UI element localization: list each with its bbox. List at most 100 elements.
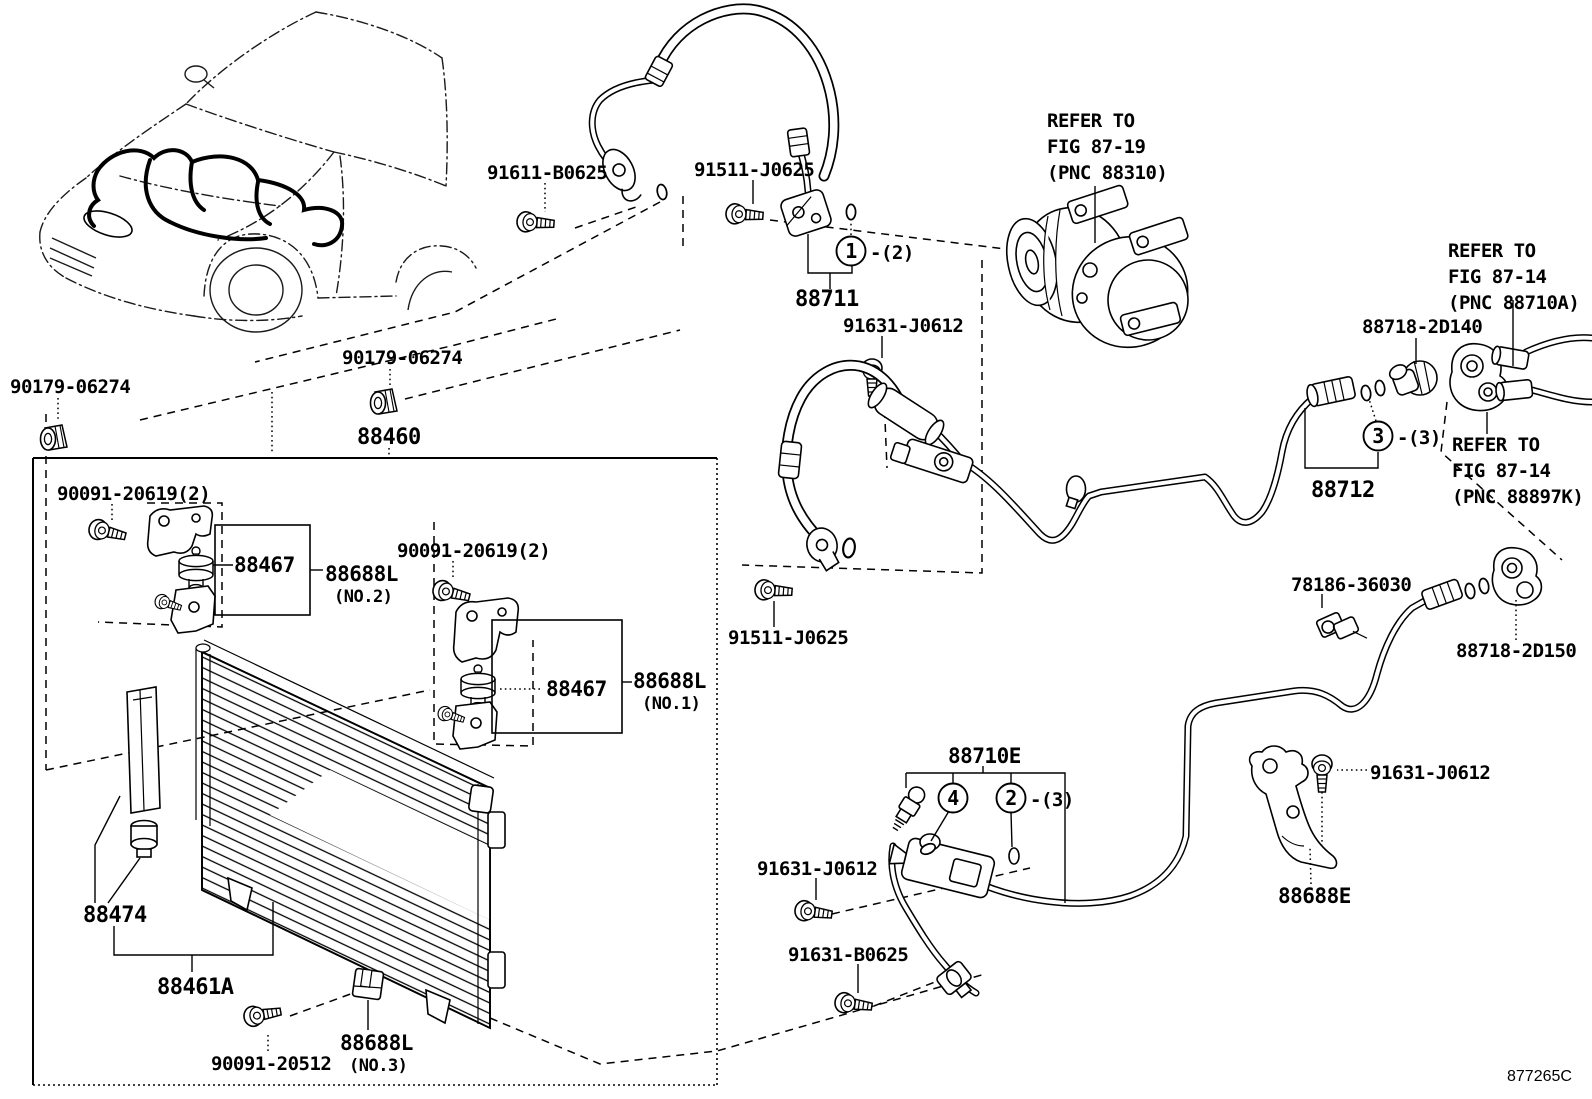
label-ref-fig-87-14-k-line1: REFER TO [1452,434,1540,456]
label-ref-fig-87-14-a-line2: FIG 87-14 [1448,266,1547,288]
label-91631-J0612-top: 91631-J0612 [843,315,963,337]
label-88688L-2: 88688L [325,562,398,586]
pipe-clip [1065,475,1087,510]
liquid-pipe [968,546,1543,904]
label-88688L-1-sub: (NO.1) [642,694,700,714]
hose-88711 [592,9,857,237]
label-91611-B0625: 91611-B0625 [487,162,607,184]
label-90091-20512: 90091-20512 [211,1053,331,1075]
nut-90179-L [39,424,68,451]
pipe-end-fitting [1306,376,1356,408]
condenser-group-box [32,457,718,1086]
label-88712: 88712 [1311,478,1375,503]
condenser-core [195,639,506,1030]
callout-2: 2 [995,782,1027,814]
pipe-eye-fitting [806,527,840,572]
nut-90179-R [369,388,398,415]
label-90179-06274-R: 90179-06274 [342,347,462,369]
bracket-88688E [1248,745,1338,870]
car-sketch [39,11,477,333]
callout-3-suffix: -(3) [1397,427,1441,449]
label-ref-fig-87-14-a-line1: REFER TO [1448,240,1536,262]
bolt-91631-J0612-r [1312,755,1332,792]
label-88474: 88474 [83,903,147,928]
label-88718-2D150: 88718-2D150 [1456,640,1576,662]
label-ref-fig-87-14-k-line3: (PNC 88897K) [1452,486,1583,508]
label-88710E: 88710E [948,744,1021,768]
pipe-88712 [777,365,1387,572]
label-90091-20619-L: 90091-20619(2) [57,483,210,505]
callout-2-suffix: -(3) [1030,789,1074,811]
leader-lines [57,180,1517,1051]
label-78186-36030: 78186-36030 [1291,574,1411,596]
bolt-90091-20512 [241,1000,284,1029]
pipe-end-fitting [1421,578,1464,610]
label-ref-fig-87-14-k-line2: FIG 87-14 [1452,460,1551,482]
label-88718-2D140: 88718-2D140 [1362,316,1482,338]
bolt-91631-B0625 [832,990,874,1018]
bracket-no1-upper [452,597,520,663]
clip-no3 [351,967,385,1001]
liquid-tube-assy-88710E [887,786,1020,999]
callout-4: 4 [937,782,969,814]
label-88711: 88711 [795,287,859,312]
svg-text:1: 1 [845,239,857,263]
pressure-sensor [892,786,926,832]
label-91631-J0612-r: 91631-J0612 [1370,762,1490,784]
label-88688L-1: 88688L [633,669,706,693]
bolt-90091-20619-L [86,516,129,547]
label-877265C: 877265C [1507,1068,1572,1085]
compressor [1006,184,1189,349]
hose-eye-fitting [602,148,642,202]
label-91631-B0625: 91631-B0625 [788,944,908,966]
bolt-91631-J0612-bl [792,898,834,926]
label-88688L-3: 88688L [340,1031,413,1055]
oring [1373,378,1387,398]
hoses-refer-88710A [1491,338,1592,402]
svg-text:3: 3 [1372,424,1384,448]
oring [1359,383,1373,403]
label-91511-J0625-bot: 91511-J0625 [728,627,848,649]
oring [1477,576,1491,596]
label-90179-06274-L: 90179-06274 [10,376,130,398]
block-joint-fitting [780,189,832,237]
label-90091-20619-R: 90091-20619(2) [397,540,550,562]
callout-1: 1 [835,235,867,267]
label-ref-fig-87-19-line3: (PNC 88310) [1047,162,1167,184]
label-91511-J0625-top: 91511-J0625 [694,159,814,181]
bracket-no2-upper [146,505,214,557]
pipe-end-clamp [936,960,973,999]
cushion-no2 [178,546,214,593]
clamp-78186-36030 [1315,611,1368,640]
oring [655,182,669,202]
callout-3: 3 [1362,420,1394,452]
label-88461A: 88461A [157,975,234,1000]
label-88688E: 88688E [1278,884,1351,908]
callout-1-suffix: -(2) [870,242,914,264]
label-ref-fig-87-19-line1: REFER TO [1047,110,1135,132]
bolt-91511-J0625-top [724,202,765,227]
svg-text:4: 4 [947,786,959,810]
label-88460: 88460 [357,425,421,450]
ac-harness-highlight [87,148,345,248]
pipe-bracket-assy [889,438,974,484]
label-88467-R: 88467 [546,677,607,701]
bracket-no2-lower [152,585,216,634]
oring [840,536,858,560]
label-91631-J0612-bl: 91631-J0612 [757,858,877,880]
label-ref-fig-87-19-line2: FIG 87-19 [1047,136,1146,158]
suction-muffler [867,382,945,446]
label-88467-L: 88467 [234,553,295,577]
oring [1463,581,1477,601]
part-labels: 91611-B0625 91511-J0625 88711 91631-J0612 88… [10,110,1584,1085]
receiver-drier [126,686,161,858]
label-88688L-3-sub: (NO.3) [349,1056,407,1076]
bolt-91611-B0625 [515,210,556,235]
oring [845,203,857,221]
grommet-88718-2D150 [1491,546,1543,606]
bracket-no1-lower [435,701,498,750]
svg-text:2: 2 [1005,786,1017,810]
label-88688L-2-sub: (NO.2) [334,587,392,607]
bolt-91511-J0625-bot [753,578,794,603]
